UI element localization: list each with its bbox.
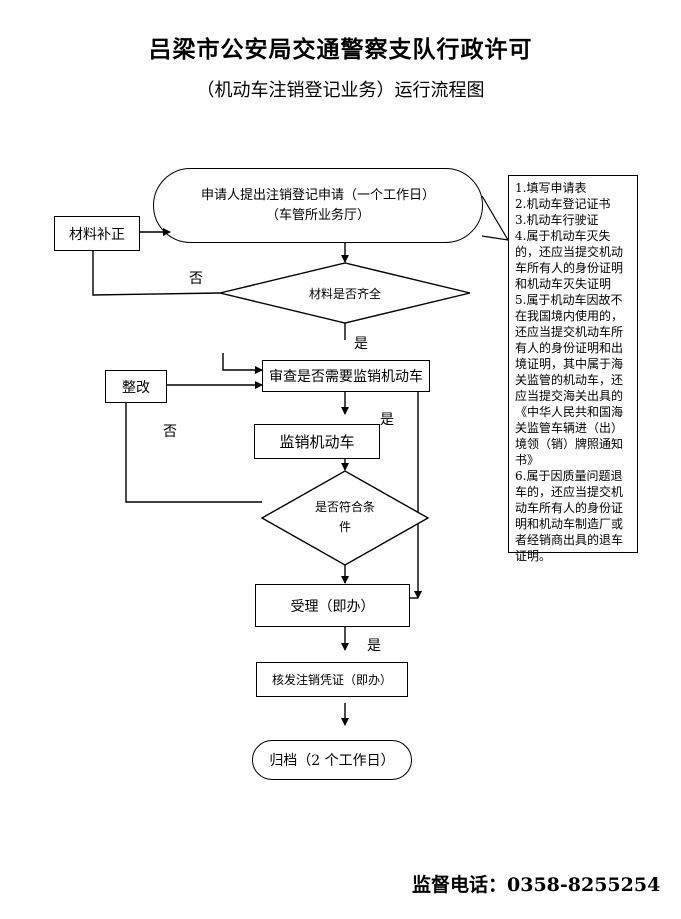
label-yes-accept: 是: [367, 638, 381, 654]
issue-text: 核发注销凭证（即办）: [271, 673, 392, 687]
supervision-hotline: 监督电话：0358-8255254: [412, 874, 661, 896]
apply-text: 申请人提出注销登记申请（一个工作日）: [200, 187, 435, 203]
requirement-item: 5.属于机动车因故不在我国境内使用的，还应当提交机动车所有人的身份证明和出境证明…: [515, 293, 624, 467]
condition-diamond: [260, 470, 430, 566]
condition-text-line1: 是否符合条: [314, 500, 375, 514]
issue-box: 核发注销凭证（即办）: [256, 662, 408, 697]
rectify-box: 整改: [105, 370, 167, 403]
materials-check-text: 材料是否齐全: [308, 286, 381, 301]
requirement-item: 2.机动车登记证书: [515, 197, 611, 211]
accept-box: 受理（即办）: [255, 584, 410, 627]
requirement-item: 4.属于机动车灭失的，还应当提交机动车所有人的身份证明和机动车灭失证明: [515, 229, 624, 291]
archive-text: 归档（2 个工作日）: [269, 753, 395, 769]
rectify-text: 整改: [122, 379, 150, 396]
archive-node: 归档（2 个工作日）: [252, 740, 412, 780]
label-no-condition: 否: [163, 424, 177, 440]
accept-text: 受理（即办）: [290, 598, 375, 615]
page-title: 吕梁市公安局交通警察支队行政许可: [148, 36, 533, 63]
supplement-box: 材料补正: [54, 216, 140, 251]
supplement-text: 材料补正: [69, 226, 125, 243]
label-no-materials: 否: [189, 271, 203, 287]
review-text: 审查是否需要监销机动车: [269, 369, 423, 385]
review-box: 审查是否需要监销机动车: [262, 360, 430, 392]
label-yes-review: 是: [380, 412, 394, 428]
requirement-item: 3.机动车行驶证: [515, 213, 599, 227]
apply-node: 申请人提出注销登记申请（一个工作日） （车管所业务厅）: [153, 168, 483, 243]
materials-check-diamond: [219, 262, 471, 324]
requirement-item: 1.填写申请表: [515, 181, 587, 195]
apply-location: （车管所业务厅）: [265, 207, 370, 223]
label-yes-materials: 是: [354, 336, 368, 352]
supervise-text: 监销机动车: [279, 433, 355, 451]
page-subtitle: （机动车注销登记业务）运行流程图: [196, 80, 485, 101]
requirement-item: 6.属于因质量问题退车的，还应当提交机动车所有人的身份证明和机动车制造厂或者经销…: [515, 469, 624, 563]
condition-text: 是否符合条 件: [285, 495, 405, 539]
requirements-note: 1.填写申请表 2.机动车登记证书 3.机动车行驶证 4.属于机动车灭失的，还应…: [508, 175, 638, 563]
supervise-box: 监销机动车: [254, 424, 380, 459]
condition-text-line2: 件: [338, 520, 351, 534]
